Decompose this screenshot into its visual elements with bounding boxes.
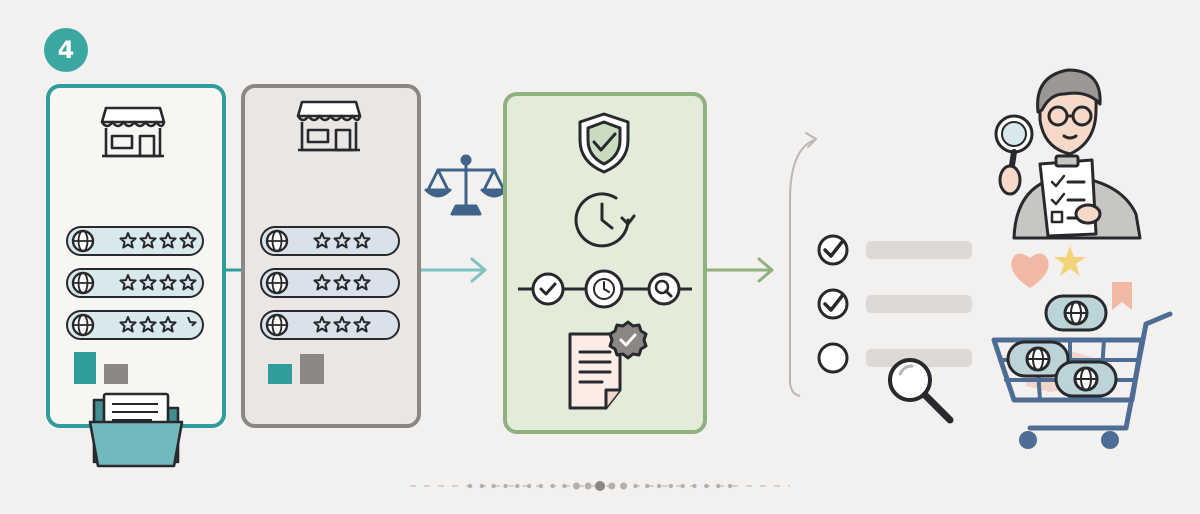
progress-dot <box>704 483 709 489</box>
star-rating <box>265 313 371 337</box>
storefront-icon <box>296 100 362 152</box>
progress-dots <box>410 481 790 491</box>
star-half-icon <box>179 316 197 333</box>
progress-dot <box>633 483 638 489</box>
progress-dot <box>515 483 520 489</box>
star-icon <box>139 316 157 333</box>
star-icon <box>353 232 371 249</box>
progress-dot <box>467 483 473 489</box>
bar-teal <box>74 352 96 384</box>
folder-icon <box>88 392 184 468</box>
star-icon <box>159 274 177 291</box>
progress-dot <box>526 483 532 489</box>
star-icon <box>313 232 331 249</box>
star-icon <box>179 274 197 291</box>
star-rating <box>71 313 197 337</box>
star-rating <box>71 271 197 295</box>
magnifier-icon <box>888 358 954 424</box>
star-icon <box>333 316 351 333</box>
reviewer-person-icon <box>994 68 1142 240</box>
search-icon <box>647 272 681 306</box>
globe-icon <box>1006 340 1070 378</box>
progress-dot <box>550 483 555 489</box>
star-icon <box>139 232 157 249</box>
progress-dot <box>584 482 592 490</box>
star-rating <box>71 229 197 253</box>
check-icon <box>531 272 565 306</box>
heart-icon <box>1011 253 1049 288</box>
globe-icon <box>1044 294 1108 332</box>
progress-dot <box>572 482 580 490</box>
progress-dot <box>538 483 544 489</box>
star-icon <box>159 232 177 249</box>
globe-icon <box>71 271 95 295</box>
certified-document-icon <box>568 320 648 410</box>
progress-dot <box>620 482 628 490</box>
shopping-cart-icon <box>991 294 1173 449</box>
clock-icon <box>584 269 624 309</box>
bookmark-icon <box>1112 282 1132 310</box>
bar-teal <box>268 364 292 384</box>
checklist-item <box>817 342 972 374</box>
progress-dot <box>668 483 674 489</box>
globe-icon <box>265 271 289 295</box>
star-icon <box>313 316 331 333</box>
globe-icon <box>71 229 95 253</box>
bar-gray <box>300 354 324 384</box>
star-icon <box>179 232 197 249</box>
progress-dot <box>727 483 733 489</box>
progress-dot <box>479 483 484 489</box>
globe-icon <box>71 313 95 337</box>
progress-dot <box>562 483 567 489</box>
star-icon <box>353 316 371 333</box>
rating-row <box>66 268 204 298</box>
source-panel-b <box>241 84 421 428</box>
check-icon <box>823 294 844 312</box>
star-icon <box>1054 246 1086 276</box>
star-icon <box>333 232 351 249</box>
progress-dot <box>656 483 662 489</box>
star-icon <box>159 316 177 333</box>
star-rating <box>265 271 371 295</box>
progress-dot <box>503 483 508 489</box>
balance-scale-icon <box>424 154 510 220</box>
progress-dot <box>645 483 650 489</box>
process-steps <box>518 269 692 309</box>
storefront-icon <box>100 106 166 158</box>
bar-gray <box>104 364 128 384</box>
progress-dot <box>608 482 616 490</box>
rating-row <box>260 268 400 298</box>
star-icon <box>119 316 137 333</box>
progress-dot <box>692 483 697 489</box>
globe-icon <box>265 229 289 253</box>
check-icon <box>823 240 844 258</box>
star-icon <box>139 274 157 291</box>
rating-row <box>260 310 400 340</box>
globe-icon <box>1054 360 1118 398</box>
star-icon <box>119 232 137 249</box>
globe-icon <box>265 313 289 337</box>
progress-dot <box>716 483 721 489</box>
star-rating <box>265 229 371 253</box>
shield-check-icon <box>578 112 630 174</box>
star-icon <box>333 274 351 291</box>
star-icon <box>119 274 137 291</box>
star-icon <box>353 274 371 291</box>
checklist-item <box>817 234 972 266</box>
progress-dot <box>491 483 496 489</box>
step-number-badge: 4 <box>44 28 88 72</box>
checklist-item <box>817 288 972 320</box>
clock-refresh-icon <box>574 192 636 248</box>
progress-dot <box>680 483 685 489</box>
star-icon <box>313 274 331 291</box>
progress-dot <box>595 481 605 491</box>
